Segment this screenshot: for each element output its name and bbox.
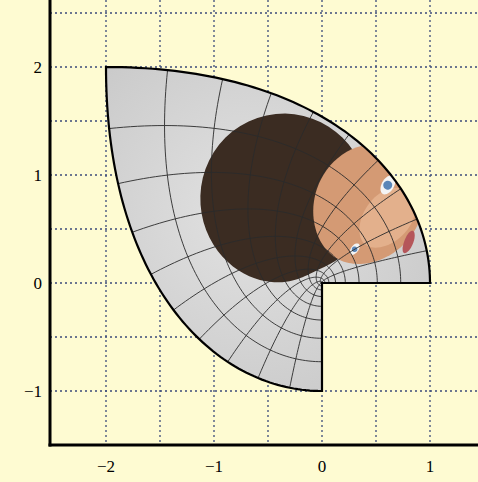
y-tick-label: 2 (34, 59, 43, 76)
mesh-line (165, 70, 322, 362)
region-outline (106, 67, 430, 391)
mesh-line (118, 172, 377, 283)
mesh-line (320, 219, 417, 284)
mesh-line (174, 256, 336, 310)
grid-line (50, 390, 478, 391)
grid-line (50, 12, 478, 13)
mesh-line (151, 236, 345, 283)
y-tick-label: 0 (34, 275, 43, 292)
photo-background (106, 67, 430, 391)
mesh-line (109, 126, 401, 283)
y-tick-label: 1 (34, 167, 43, 184)
mesh-line (322, 251, 427, 283)
mesh-line (316, 189, 401, 286)
mesh (109, 70, 427, 388)
mesh-line (132, 209, 359, 283)
mesh-line (295, 135, 349, 297)
iris (383, 181, 392, 190)
y-axis (49, 0, 52, 447)
mesh-line (228, 277, 325, 362)
mesh-line (258, 281, 323, 378)
x-tick-label: 1 (426, 458, 435, 475)
x-tick-label: −2 (97, 458, 115, 475)
mesh-line (275, 112, 322, 306)
x-tick-label: −1 (205, 458, 223, 475)
mesh-line (248, 93, 322, 320)
mesh-line (211, 79, 322, 338)
mapped-photo (106, 67, 430, 391)
grid (50, 0, 478, 445)
mouth (403, 231, 415, 253)
x-tick-label: 0 (318, 458, 327, 475)
y-tick-label: −1 (24, 383, 42, 400)
mesh-line (290, 283, 322, 388)
x-axis (49, 444, 478, 447)
